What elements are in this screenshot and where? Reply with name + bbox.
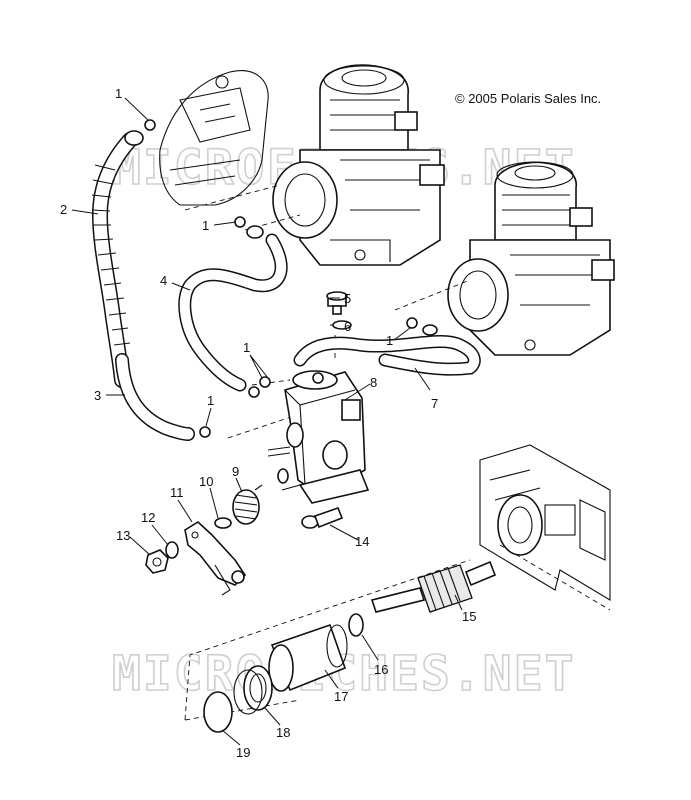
- copyright-notice: © 2005 Polaris Sales Inc.: [455, 91, 602, 106]
- sleeve-17: [268, 623, 348, 692]
- callout-1-upper-carb: 1: [202, 218, 209, 233]
- seal-18: [233, 665, 273, 715]
- callout-8: 8: [370, 375, 377, 390]
- callout-2: 2: [60, 202, 67, 217]
- hose-4: [178, 225, 288, 392]
- callout-12: 12: [141, 510, 155, 525]
- callout-14: 14: [355, 534, 369, 549]
- bolt-14: [301, 506, 344, 529]
- callout-3: 3: [94, 388, 101, 403]
- callout-19: 19: [236, 745, 250, 760]
- callout-10: 10: [199, 474, 213, 489]
- callout-11: 11: [170, 485, 184, 500]
- shaft-15: [370, 560, 497, 613]
- nut-13: [145, 549, 169, 574]
- carburetor-right: [447, 161, 615, 356]
- callout-1-pump: 1: [243, 340, 250, 355]
- callout-1-right: 1: [386, 333, 393, 348]
- washer-12: [165, 541, 179, 559]
- lever-11: [184, 520, 247, 596]
- carburetor-upper: [272, 64, 445, 266]
- leader-lines: [71, 97, 463, 746]
- engine-case-upper: [159, 70, 269, 206]
- callout-labels: 1 2 1 4 5 6 1 3 1 8 1 7 9 10 11 12 13 14…: [60, 86, 476, 760]
- callout-4: 4: [160, 273, 167, 288]
- o-ring-19: [203, 691, 233, 733]
- washer-10: [214, 517, 232, 529]
- callout-15: 15: [462, 609, 476, 624]
- callout-17: 17: [334, 689, 348, 704]
- callout-7: 7: [431, 396, 438, 411]
- engine-case-lower: [479, 444, 611, 601]
- fuel-pump-8: [267, 370, 370, 504]
- clamps: [144, 119, 418, 438]
- callout-1-top: 1: [115, 86, 122, 101]
- callout-18: 18: [276, 725, 290, 740]
- callout-9: 9: [232, 464, 239, 479]
- spring-9: [232, 484, 263, 525]
- hose-2: [91, 130, 195, 441]
- hose-7: [293, 324, 481, 376]
- callout-1-lower: 1: [207, 393, 214, 408]
- callout-6: 6: [344, 319, 351, 334]
- callout-5: 5: [344, 291, 351, 306]
- callout-16: 16: [374, 662, 388, 677]
- callout-13: 13: [116, 528, 130, 543]
- washer-16: [348, 613, 364, 637]
